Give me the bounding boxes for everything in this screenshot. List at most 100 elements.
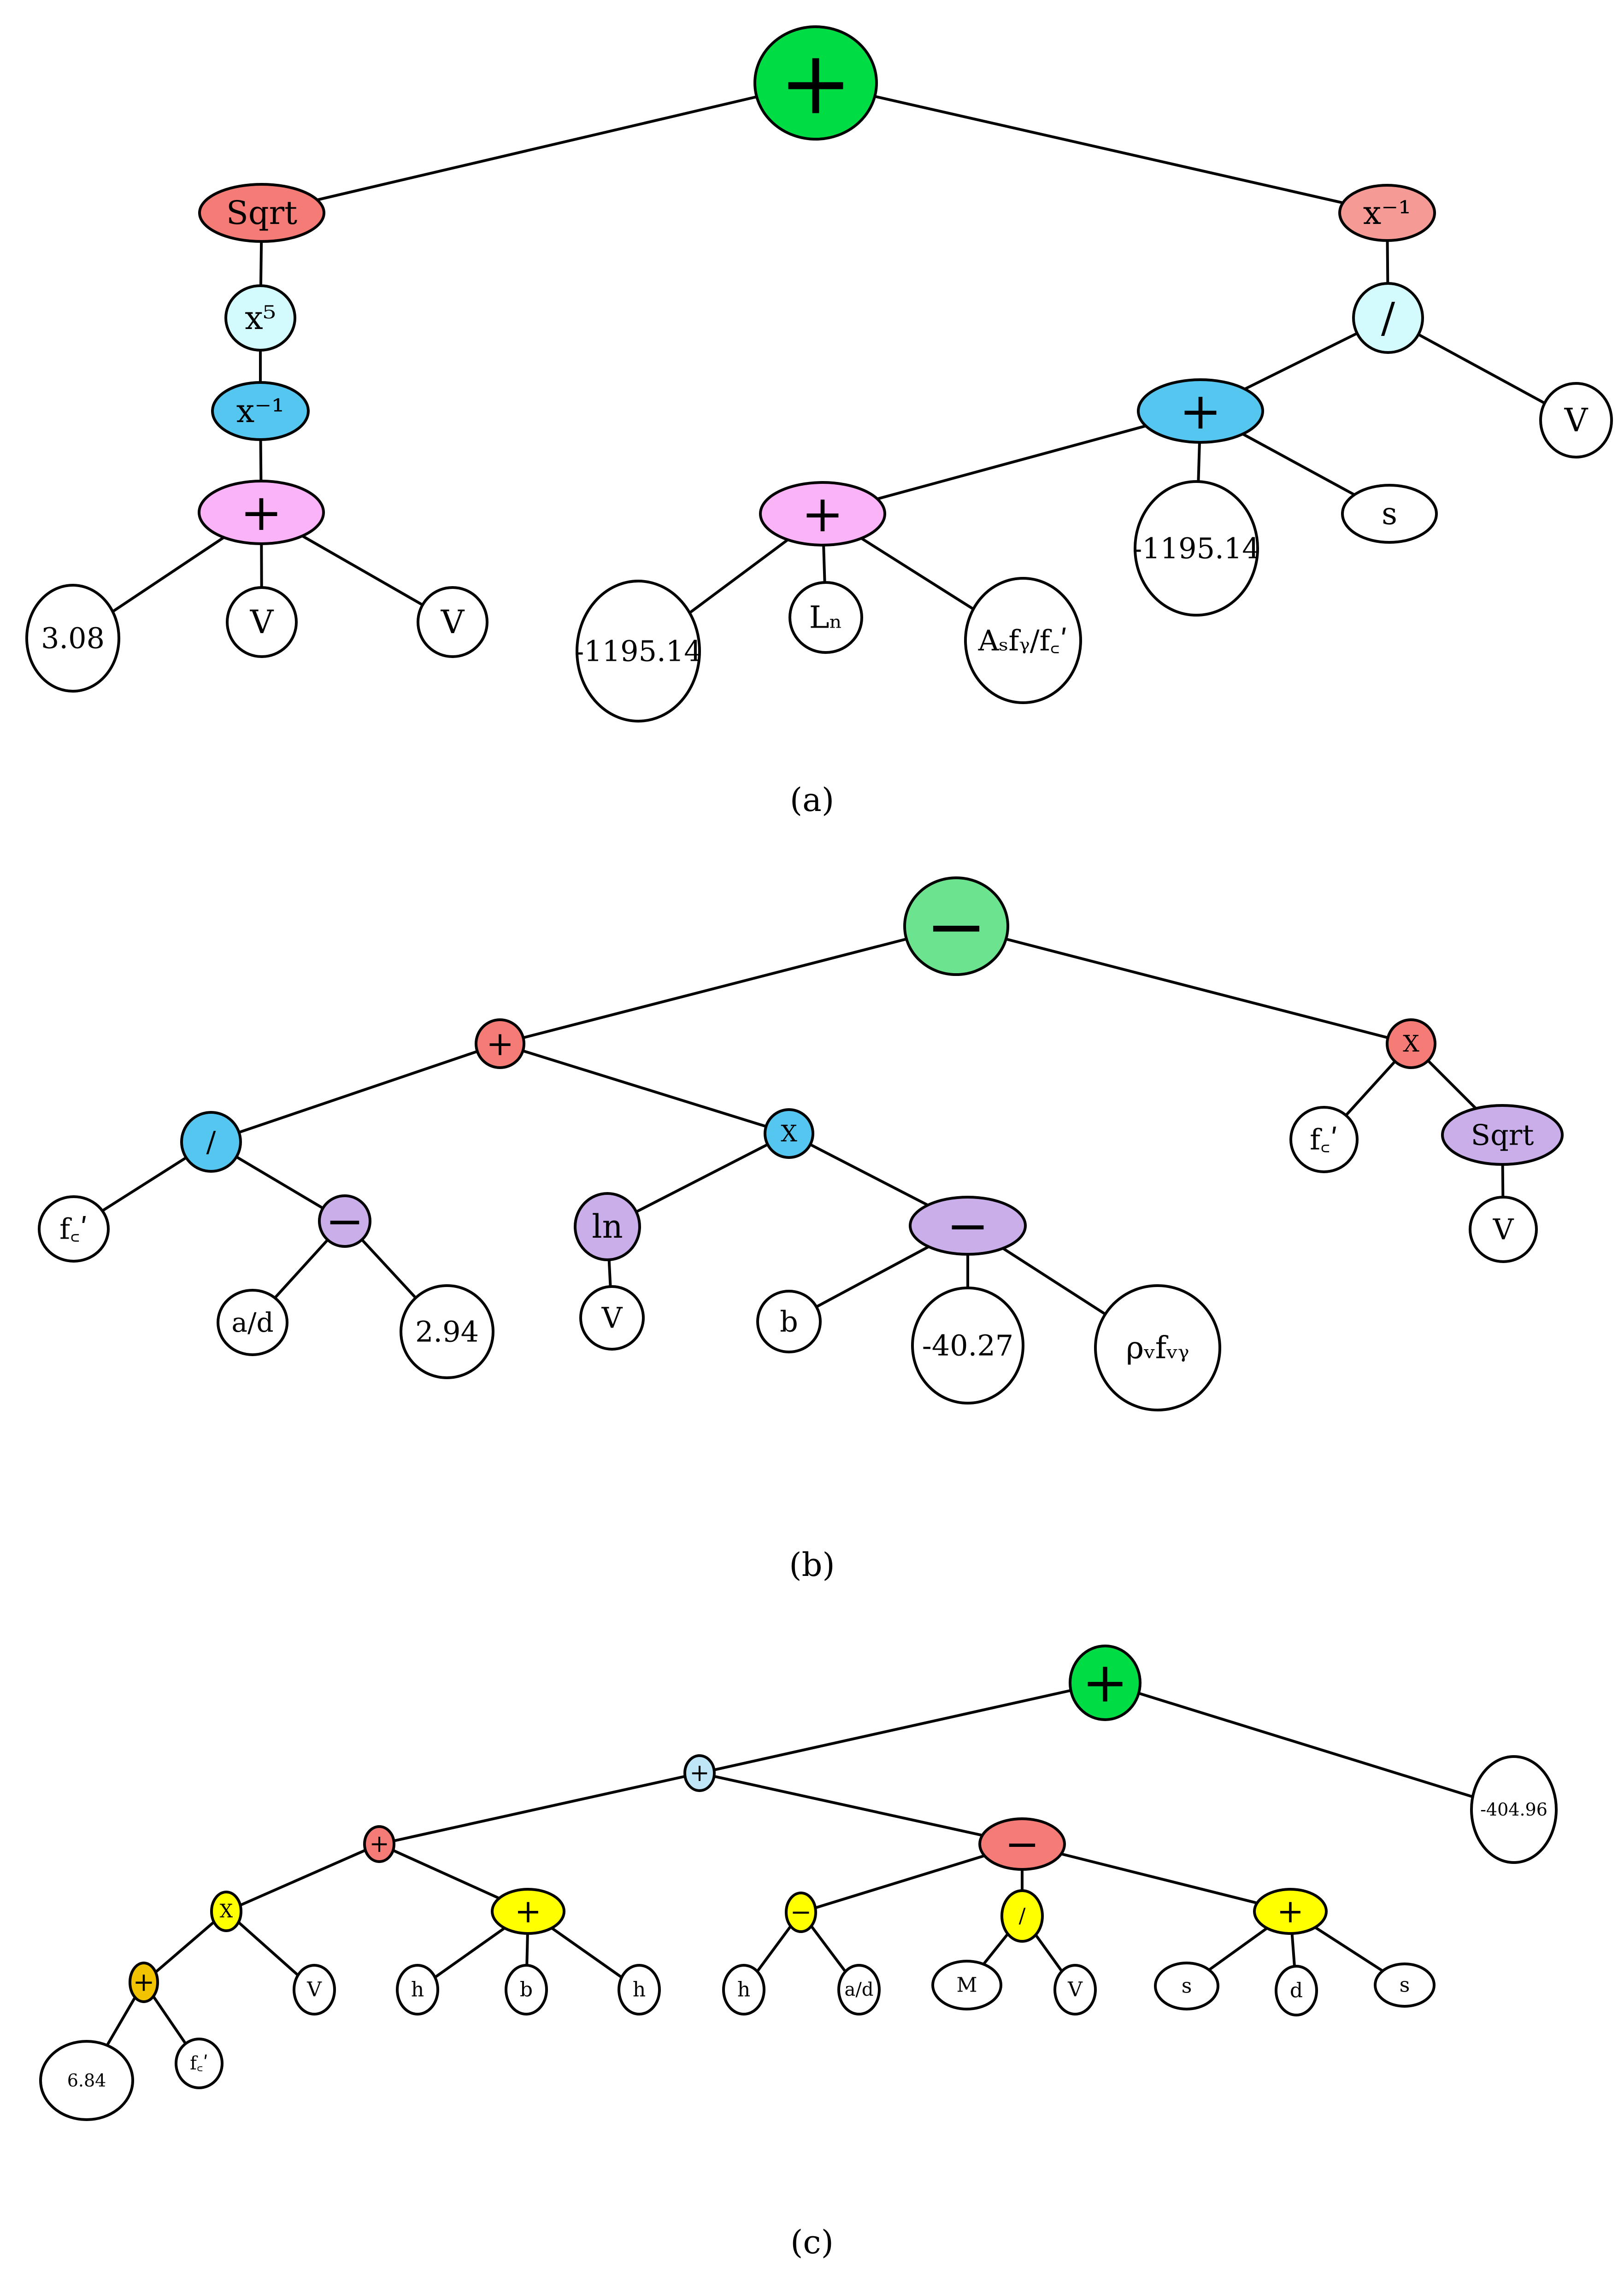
node-shape-c-plusy1 bbox=[491, 1888, 565, 1935]
tree-node-c-plusr: + bbox=[363, 1825, 395, 1863]
node-label-a-xinv1: x⁻¹ bbox=[236, 392, 285, 430]
tree-node-a-ln: Lₙ bbox=[788, 581, 863, 654]
tree-node-c-v2: V bbox=[1053, 1964, 1097, 2016]
node-label-c-c40496: -404.96 bbox=[1480, 1799, 1548, 1820]
node-shape-a-c308 bbox=[25, 584, 120, 693]
node-label-b-times1: X bbox=[781, 1120, 797, 1147]
node-label-b-div: / bbox=[206, 1125, 216, 1159]
node-shape-b-v1 bbox=[579, 1285, 645, 1351]
node-label-c-s1: s bbox=[1182, 1974, 1192, 1998]
tree-node-a-c1195b: -1195.14 bbox=[1132, 480, 1260, 617]
tree-node-c-d: d bbox=[1275, 1965, 1318, 2016]
tree-node-c-s2: s bbox=[1374, 1963, 1436, 2008]
node-label-c-v2: V bbox=[1067, 1978, 1083, 2002]
node-label-b-plus: + bbox=[486, 1024, 514, 1063]
edge-c-times-to-c-plusg bbox=[143, 1910, 227, 1984]
tree-node-a-sqrt: Sqrt bbox=[198, 183, 325, 243]
tree-node-c-minusy: − bbox=[785, 1892, 817, 1933]
node-shape-c-plusb bbox=[683, 1754, 716, 1792]
tree-node-c-m: M bbox=[931, 1960, 1002, 2010]
tree-node-a-plus2: + bbox=[1137, 378, 1264, 444]
edge-c-plusr-to-c-times bbox=[225, 1843, 380, 1913]
node-label-c-h2: h bbox=[633, 1978, 646, 2002]
tree-node-c-minusr: − bbox=[978, 1817, 1066, 1871]
caption-b: (b) bbox=[789, 1546, 835, 1584]
node-label-c-minusy: − bbox=[790, 1898, 812, 1927]
node-label-c-plusy2: + bbox=[1277, 1892, 1304, 1930]
node-shape-b-fc2 bbox=[1289, 1106, 1359, 1173]
edge-c-root-to-c-plusb bbox=[699, 1681, 1106, 1775]
tree-node-a-asfy: Aₛfᵧ/f꜀ʹ bbox=[964, 577, 1082, 704]
tree-node-a-c1195a: -1195.14 bbox=[574, 580, 702, 723]
node-label-c-h3: h bbox=[737, 1978, 750, 2002]
tree-node-b-root: − bbox=[903, 876, 1009, 976]
node-label-a-c1195a: -1195.14 bbox=[574, 635, 702, 668]
node-shape-a-asfy bbox=[964, 577, 1082, 704]
node-label-c-plusg: + bbox=[133, 1968, 155, 1998]
node-label-b-sqrt: Sqrt bbox=[1471, 1118, 1534, 1152]
edge-c-minusr-to-c-plusy2 bbox=[1022, 1843, 1291, 1913]
node-label-b-minus1: − bbox=[325, 1194, 364, 1248]
node-shape-c-plusg bbox=[129, 1962, 159, 2003]
node-label-b-root: − bbox=[925, 883, 987, 970]
tree-node-c-times: X bbox=[210, 1891, 242, 1932]
tree-node-a-c308: 3.08 bbox=[25, 584, 120, 693]
node-shape-c-ad bbox=[837, 1964, 881, 2016]
node-label-b-fc2: f꜀ʹ bbox=[1310, 1123, 1338, 1157]
node-shape-c-fc bbox=[175, 2038, 224, 2089]
node-shape-b-lnop bbox=[574, 1192, 641, 1261]
node-shape-c-root bbox=[1069, 1645, 1142, 1721]
node-label-a-v3: V bbox=[1564, 401, 1589, 439]
node-shape-c-c684 bbox=[39, 2040, 134, 2121]
tree-node-c-plusy1: + bbox=[491, 1888, 565, 1935]
node-shape-a-plus3 bbox=[759, 481, 886, 546]
node-shape-a-x5 bbox=[224, 284, 296, 352]
node-shape-c-minusr bbox=[978, 1817, 1066, 1871]
tree-node-b-fc1: f꜀ʹ bbox=[38, 1195, 110, 1263]
node-shape-b-b bbox=[756, 1290, 822, 1353]
node-shape-c-h1 bbox=[396, 1964, 439, 2016]
tree-node-b-sqrt: Sqrt bbox=[1441, 1104, 1564, 1166]
node-label-a-c1195b: -1195.14 bbox=[1132, 532, 1260, 565]
node-shape-c-plusy2 bbox=[1253, 1888, 1328, 1935]
caption-c: (c) bbox=[790, 2223, 834, 2261]
tree-node-c-h3: h bbox=[722, 1964, 765, 2016]
tree-node-b-fc2: f꜀ʹ bbox=[1289, 1106, 1359, 1173]
tree-node-a-plus3: + bbox=[759, 481, 886, 546]
node-label-c-root: + bbox=[1082, 1651, 1129, 1715]
node-shape-b-rho bbox=[1094, 1284, 1221, 1411]
edge-b-root-to-b-times2 bbox=[956, 925, 1412, 1045]
node-shape-c-s1 bbox=[1154, 1962, 1219, 2010]
tree-node-b-rho: ρᵥfᵥᵧ bbox=[1094, 1284, 1221, 1411]
node-shape-b-times2 bbox=[1386, 1018, 1436, 1069]
node-shape-a-xinv2 bbox=[1338, 184, 1436, 242]
node-shape-a-div bbox=[1352, 282, 1424, 354]
tree-node-a-xinv1: x⁻¹ bbox=[211, 381, 310, 441]
node-shape-a-c1195b bbox=[1134, 480, 1259, 617]
node-shape-b-ad bbox=[217, 1289, 288, 1356]
edge-c-root-to-c-c40496 bbox=[1105, 1681, 1514, 1811]
tree-node-c-plusy2: + bbox=[1253, 1888, 1328, 1935]
node-shape-c-b bbox=[505, 1964, 548, 2016]
tree-node-a-xinv2: x⁻¹ bbox=[1338, 184, 1436, 242]
node-label-c-h1: h bbox=[411, 1978, 424, 2002]
node-shape-a-v1 bbox=[226, 586, 298, 658]
node-label-c-plusy1: + bbox=[515, 1892, 542, 1930]
node-label-a-plus3: + bbox=[801, 484, 844, 543]
edge-c-plusb-to-c-minusr bbox=[699, 1772, 1023, 1845]
node-label-b-c4027: -40.27 bbox=[922, 1329, 1013, 1363]
node-shape-c-times bbox=[210, 1891, 242, 1932]
tree-node-b-c294: 2.94 bbox=[400, 1284, 494, 1379]
node-shape-c-v2 bbox=[1053, 1964, 1097, 2016]
node-label-a-x5: x⁵ bbox=[245, 299, 276, 337]
edge-a-plus2-to-a-plus3 bbox=[822, 410, 1201, 515]
tree-node-c-s1: s bbox=[1154, 1962, 1219, 2010]
node-shape-b-plus bbox=[475, 1018, 525, 1069]
node-shape-b-times1 bbox=[764, 1108, 814, 1159]
tree-node-c-b: b bbox=[505, 1964, 548, 2016]
node-shape-c-s2 bbox=[1374, 1963, 1436, 2008]
node-shape-b-v2 bbox=[1469, 1196, 1538, 1263]
tree-node-c-fc: f꜀ʹ bbox=[175, 2038, 224, 2089]
node-label-c-v1: V bbox=[306, 1978, 322, 2002]
node-label-c-m: M bbox=[956, 1974, 977, 1997]
